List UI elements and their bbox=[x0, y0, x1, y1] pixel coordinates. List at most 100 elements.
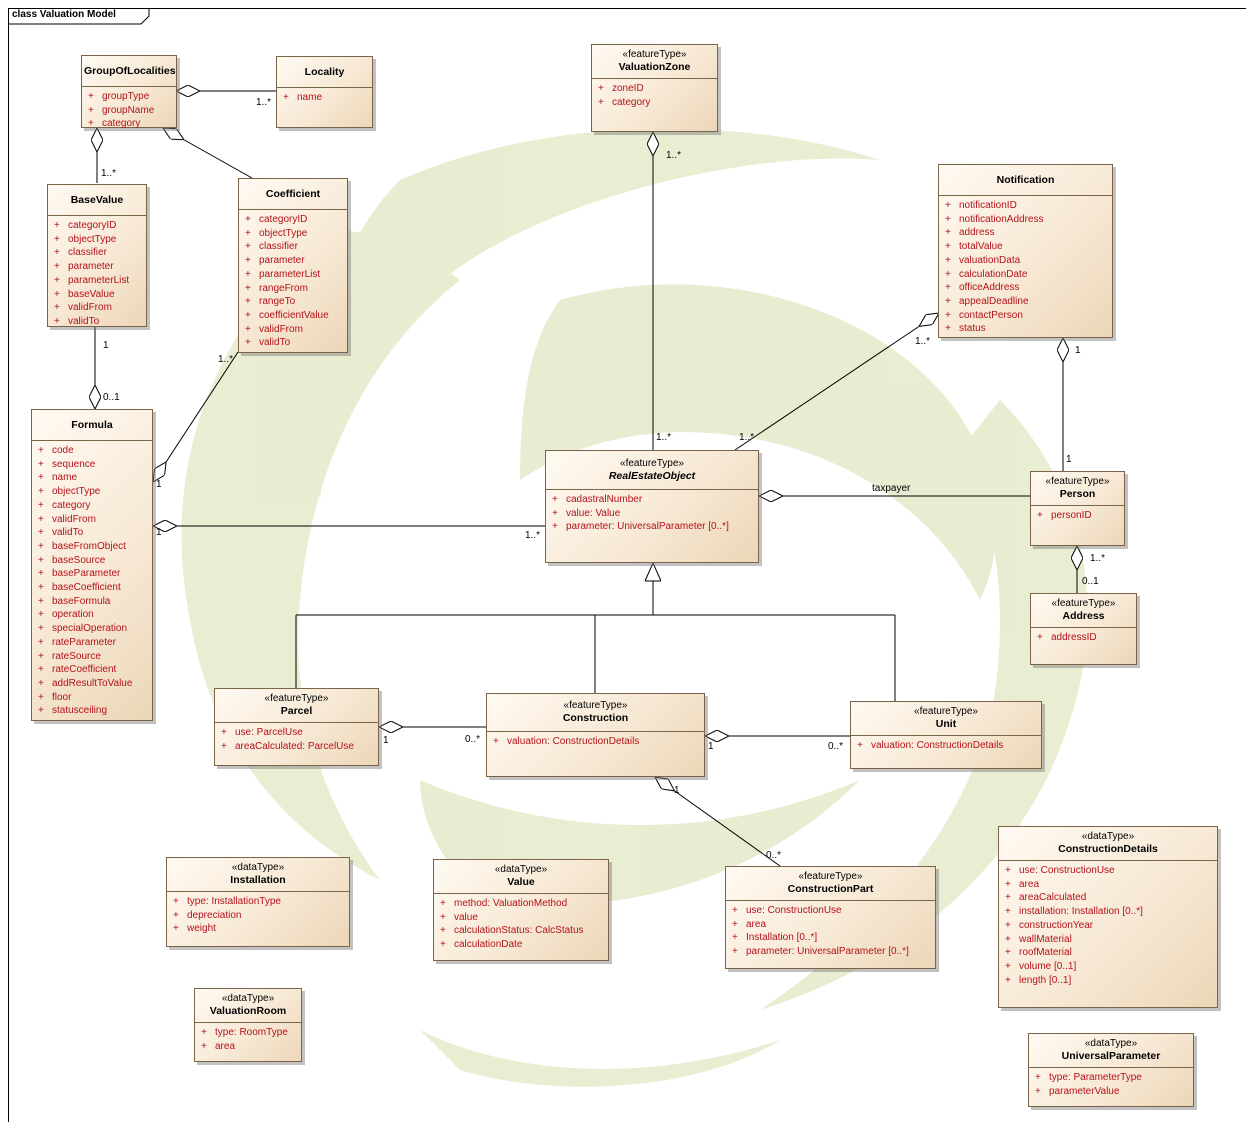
class-stereotype: «featureType» bbox=[563, 700, 628, 711]
attribute: +officeAddress bbox=[945, 282, 1020, 294]
attribute: +category bbox=[598, 96, 651, 108]
class-name: Installation bbox=[230, 874, 286, 886]
attribute: +addResultToValue bbox=[38, 677, 133, 689]
class-stereotype: «featureType» bbox=[620, 458, 684, 469]
class-notification[interactable]: Notification +notificationID +notificati… bbox=[938, 164, 1113, 338]
class-groupoflocalities[interactable]: GroupOfLocalities +groupType +groupName … bbox=[81, 55, 177, 130]
attribute: +parameterList bbox=[245, 268, 321, 280]
attribute: +parameter bbox=[54, 261, 114, 273]
multiplicity-label: 1 bbox=[103, 340, 109, 351]
multiplicity-label: 0..* bbox=[766, 850, 782, 861]
attribute: +value: Value bbox=[552, 507, 621, 519]
attribute: +parameter: UniversalParameter [0..*] bbox=[732, 946, 909, 958]
class-installation[interactable]: «dataType»Installation +type: Installati… bbox=[166, 857, 350, 947]
class-stereotype: «featureType» bbox=[1051, 598, 1116, 609]
class-name: ValuationZone bbox=[618, 61, 691, 73]
attribute: +contactPerson bbox=[945, 309, 1023, 321]
attribute: +groupName bbox=[88, 104, 155, 116]
class-coefficient[interactable]: Coefficient +categoryID +objectType +cla… bbox=[238, 178, 348, 353]
multiplicity-label: 1 bbox=[156, 527, 162, 538]
attribute: +code bbox=[38, 445, 74, 456]
attribute: +areaCalculated bbox=[1005, 892, 1087, 904]
attribute: +classifier bbox=[54, 247, 107, 259]
class-stereotype: «dataType» bbox=[1084, 1038, 1138, 1049]
class-basevalue[interactable]: BaseValue +categoryID +objectType +class… bbox=[47, 184, 147, 327]
diagram-frame bbox=[8, 8, 1246, 1122]
attribute: +notificationID bbox=[945, 200, 1017, 211]
class-stereotype: «featureType» bbox=[264, 693, 329, 704]
class-formula[interactable]: Formula +code +sequence +name +objectTyp… bbox=[31, 409, 153, 721]
class-universalparameter[interactable]: «dataType»UniversalParameter +type: Para… bbox=[1028, 1033, 1194, 1107]
multiplicity-label: 1..* bbox=[739, 432, 755, 443]
class-person[interactable]: «featureType»Person +personID bbox=[1030, 471, 1125, 546]
class-construction[interactable]: «featureType»Construction +valuation: Co… bbox=[486, 693, 705, 777]
class-constructiondetails[interactable]: «dataType»ConstructionDetails +use: Cons… bbox=[998, 826, 1218, 1008]
attribute: +baseParameter bbox=[38, 568, 121, 580]
class-name: Unit bbox=[935, 718, 957, 730]
attribute: +parameterList bbox=[54, 274, 130, 286]
attribute: +groupType bbox=[88, 91, 150, 102]
attribute: +rateSource bbox=[38, 650, 101, 662]
attribute: +name bbox=[38, 472, 78, 484]
attribute: +type: ParameterType bbox=[1035, 1072, 1142, 1083]
attribute: +personID bbox=[1037, 510, 1092, 521]
class-address[interactable]: «featureType»Address +addressID bbox=[1030, 593, 1137, 665]
class-name: Address bbox=[1062, 610, 1105, 622]
attribute: +classifier bbox=[245, 241, 298, 253]
attribute: +statusceiling bbox=[38, 705, 108, 717]
attribute: +constructionYear bbox=[1005, 919, 1094, 931]
multiplicity-label: 0..* bbox=[465, 734, 481, 745]
attribute: +appealDeadline bbox=[945, 295, 1029, 307]
multiplicity-label: 1..* bbox=[656, 432, 672, 443]
class-name: ConstructionPart bbox=[787, 883, 874, 895]
class-stereotype: «featureType» bbox=[798, 871, 863, 882]
attribute: +name bbox=[283, 92, 323, 103]
attribute: +rangeFrom bbox=[245, 282, 308, 294]
attribute: +category bbox=[38, 499, 91, 511]
class-name: ConstructionDetails bbox=[1058, 843, 1158, 855]
role-label-taxpayer: taxpayer bbox=[872, 483, 911, 494]
attribute: +categoryID bbox=[54, 220, 117, 231]
multiplicity-label: 1 bbox=[383, 735, 389, 746]
attribute: +calculationStatus: CalcStatus bbox=[440, 925, 584, 937]
attribute: +area bbox=[732, 918, 767, 930]
class-parcel[interactable]: «featureType»Parcel +use: ParcelUse +are… bbox=[214, 688, 379, 766]
class-stereotype: «featureType» bbox=[914, 706, 978, 717]
class-name: BaseValue bbox=[70, 194, 124, 206]
attribute: +category bbox=[88, 118, 141, 130]
class-name: Locality bbox=[304, 66, 345, 78]
attribute: +validTo bbox=[54, 315, 100, 327]
attribute: +area bbox=[201, 1040, 236, 1052]
attribute: +categoryID bbox=[245, 214, 308, 225]
class-unit[interactable]: «featureType»Unit +valuation: Constructi… bbox=[850, 701, 1042, 769]
attribute: +notificationAddress bbox=[945, 213, 1044, 225]
attribute: +weight bbox=[173, 923, 216, 935]
class-constructionpart[interactable]: «featureType»ConstructionPart +use: Cons… bbox=[725, 866, 936, 969]
attribute: +sequence bbox=[38, 458, 96, 470]
class-stereotype: «dataType» bbox=[1081, 831, 1135, 842]
class-name: RealEstateObject bbox=[608, 470, 696, 482]
attribute: +rateCoefficient bbox=[38, 664, 117, 676]
attribute: +objectType bbox=[245, 227, 308, 239]
attribute: +coefficientValue bbox=[245, 309, 329, 321]
attribute: +length [0..1] bbox=[1005, 974, 1072, 986]
attribute: +totalValue bbox=[945, 241, 1003, 253]
multiplicity-label: 1 bbox=[156, 479, 162, 490]
class-value[interactable]: «dataType»Value +method: ValuationMethod… bbox=[433, 859, 609, 961]
attribute: +areaCalculated: ParcelUse bbox=[221, 740, 354, 752]
class-stereotype: «dataType» bbox=[221, 993, 275, 1004]
class-locality[interactable]: Locality +name bbox=[276, 56, 373, 128]
class-valuationroom[interactable]: «dataType»ValuationRoom +type: RoomType … bbox=[194, 988, 302, 1062]
attribute: +validFrom bbox=[54, 302, 112, 314]
attribute: +objectType bbox=[54, 233, 117, 245]
multiplicity-label: 1 bbox=[674, 785, 680, 796]
attribute: +zoneID bbox=[598, 83, 644, 94]
attribute: +use: ConstructionUse bbox=[1005, 865, 1115, 876]
attribute: +calculationDate bbox=[440, 939, 523, 951]
class-valuationzone[interactable]: «featureType»ValuationZone +zoneID +cate… bbox=[591, 44, 718, 132]
assoc-gol-coefficient bbox=[163, 128, 253, 179]
attribute: +volume [0..1] bbox=[1005, 960, 1077, 972]
multiplicity-label: 1 bbox=[708, 741, 714, 752]
class-name: Notification bbox=[996, 174, 1055, 186]
class-realestateobject[interactable]: «featureType»RealEstateObject +cadastral… bbox=[545, 450, 759, 563]
